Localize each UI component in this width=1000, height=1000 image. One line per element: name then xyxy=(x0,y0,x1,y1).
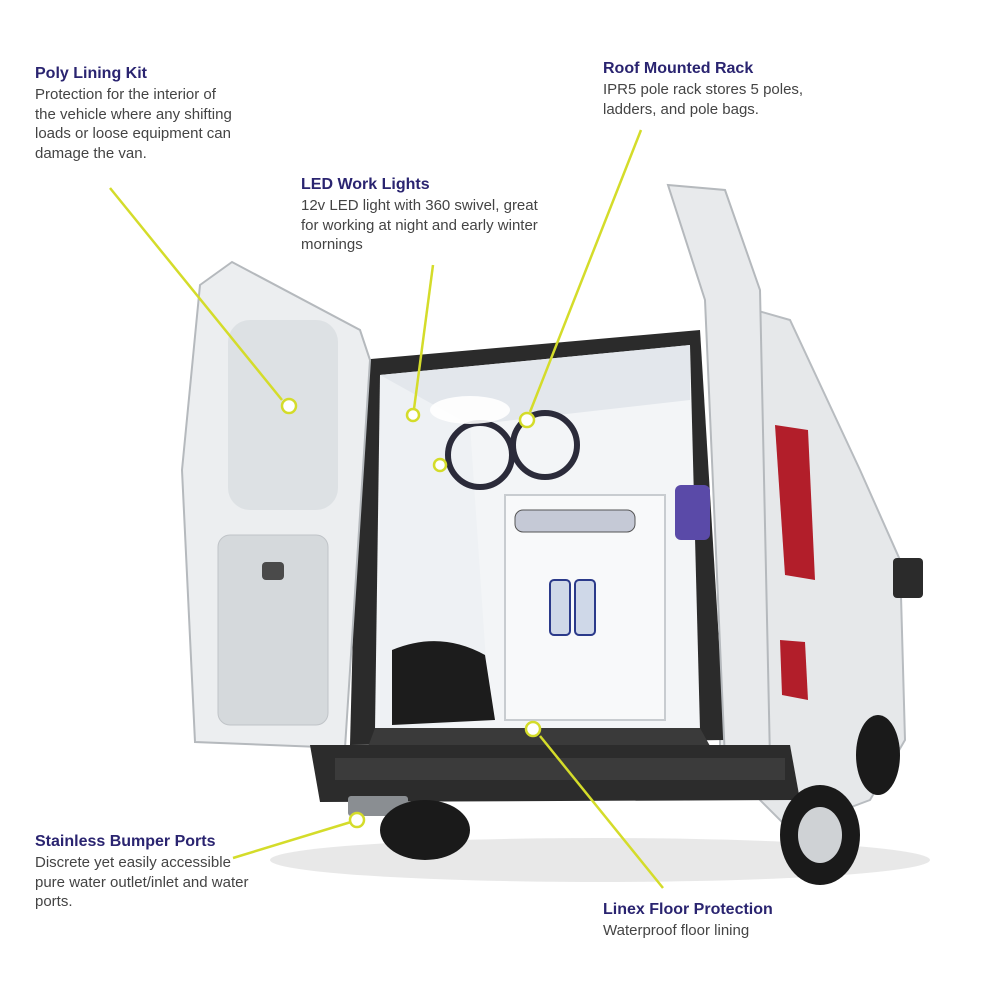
callout-title: Stainless Bumper Ports xyxy=(35,833,216,850)
callout-title: Roof Mounted Rack xyxy=(603,60,754,77)
dot-floor xyxy=(524,720,542,738)
leader-line-roof-rack xyxy=(528,129,643,413)
leader-line-led-lights xyxy=(412,264,435,410)
dot-bumper-ports xyxy=(348,811,366,829)
bumper-step xyxy=(335,758,785,780)
rear-left-wheel xyxy=(380,800,470,860)
side-mirror xyxy=(893,558,923,598)
callout-description: 12v LED light with 360 swivel, great for… xyxy=(301,197,538,253)
dot-poly-lining xyxy=(280,397,298,415)
leader-line-bumper-ports xyxy=(232,820,352,860)
left-door-upper-panel xyxy=(228,320,338,510)
interior-left-wall xyxy=(380,375,490,730)
callout-title: LED Work Lights xyxy=(301,176,430,193)
water-tank xyxy=(392,641,495,725)
leader-line-floor xyxy=(539,735,664,889)
ro-membrane xyxy=(514,509,636,533)
leader-dots xyxy=(280,397,542,829)
hose-reel-2 xyxy=(510,410,580,480)
callout-description: Waterproof floor lining xyxy=(603,922,750,939)
dot-led-lights xyxy=(405,407,421,423)
leader-line-poly-lining xyxy=(109,187,283,401)
leader-lines xyxy=(109,129,664,889)
callout-title: Poly Lining Kit xyxy=(35,65,147,82)
tail-light xyxy=(775,425,815,580)
front-right-wheel xyxy=(856,715,900,795)
callout-floor-protection: Linex Floor Protection Waterproof floor … xyxy=(603,900,833,941)
callout-description: IPR5 pole rack stores 5 poles, ladders, … xyxy=(603,81,804,118)
callout-bumper-ports: Stainless Bumper Ports Discrete yet easi… xyxy=(35,832,260,912)
dot-led-lights-2 xyxy=(432,457,448,473)
callout-poly-lining: Poly Lining Kit Protection for the inter… xyxy=(35,64,235,163)
callout-led-lights: LED Work Lights 12v LED light with 360 s… xyxy=(301,175,541,255)
left-door-lower-panel xyxy=(217,534,329,726)
callout-roof-rack: Roof Mounted Rack IPR5 pole rack stores … xyxy=(603,59,828,119)
callout-description: Discrete yet easily accessible pure wate… xyxy=(35,854,249,910)
dot-roof-rack xyxy=(518,411,536,429)
water-filter xyxy=(549,579,571,636)
purple-container xyxy=(675,485,710,540)
door-handle xyxy=(262,562,284,580)
water-filter-2 xyxy=(574,579,596,636)
callout-description: Protection for the interior of the vehic… xyxy=(35,86,232,162)
callout-title: Linex Floor Protection xyxy=(603,901,773,918)
led-light-glow xyxy=(430,396,510,424)
tail-light-lower xyxy=(780,640,808,700)
rear-right-hub xyxy=(798,807,842,863)
